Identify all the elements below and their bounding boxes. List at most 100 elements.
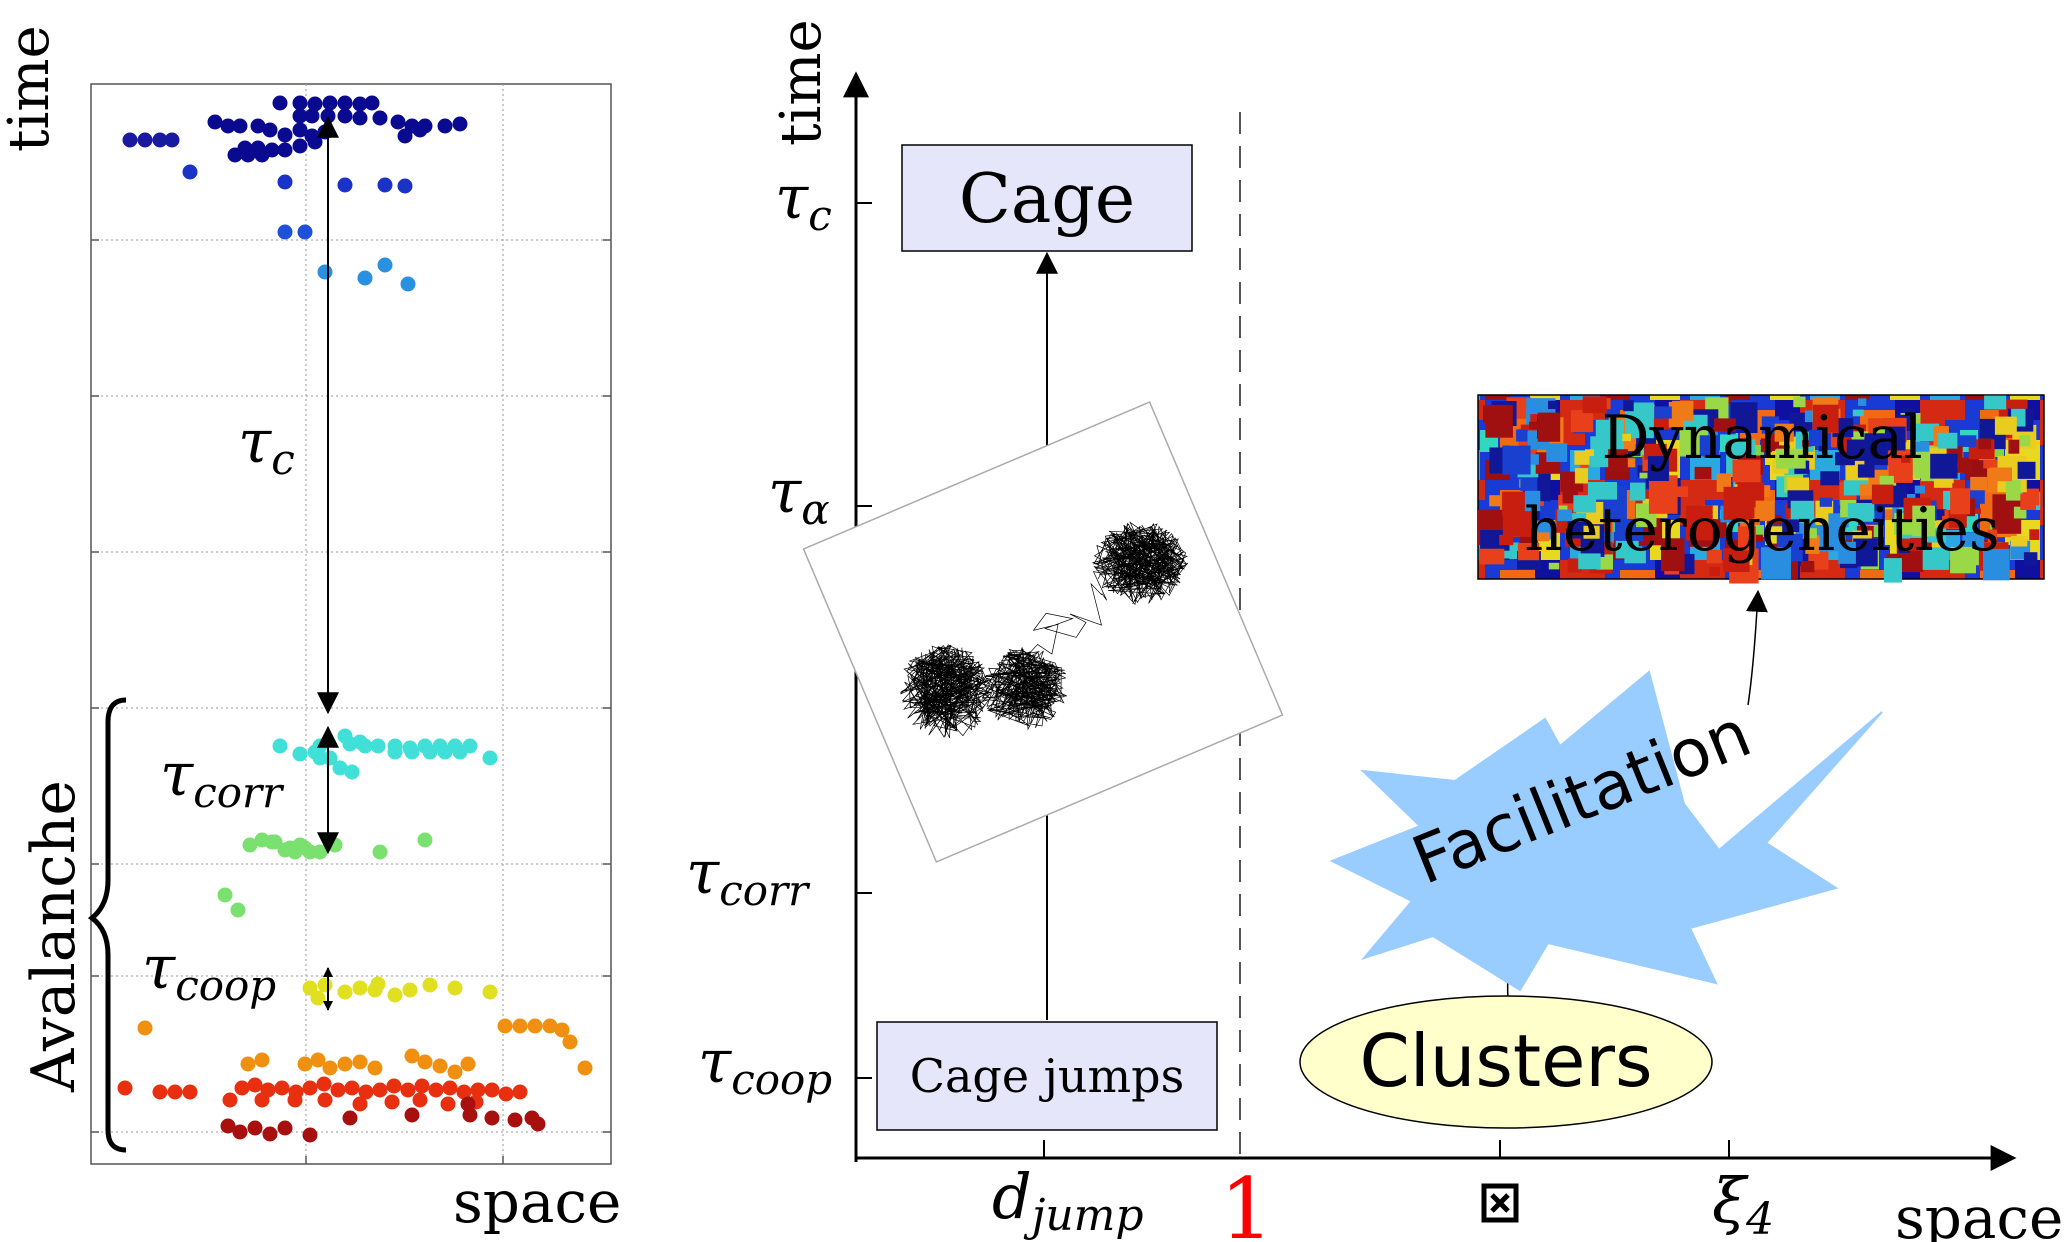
heterogeneity-patch: [1520, 424, 1530, 433]
particle-dot: [400, 1082, 416, 1098]
heterogeneity-patch: [1970, 476, 1987, 491]
heterogeneity-patch: [1972, 508, 1981, 514]
y-tick-tau-coop: τcoop: [698, 1027, 832, 1104]
particle-dot: [562, 1034, 578, 1050]
heterogeneity-patch: [1835, 452, 1855, 466]
particle-dot: [274, 1080, 290, 1096]
heterogeneity-patch: [1790, 500, 1815, 523]
particle-dot: [437, 118, 453, 134]
heterogeneity-patch: [1524, 490, 1541, 512]
left-tau-coop-label: τcoop: [142, 933, 276, 1010]
particle-dot: [337, 95, 353, 111]
heterogeneity-patch: [1557, 509, 1572, 521]
heterogeneity-patch: [1760, 438, 1776, 453]
heterogeneity-patch: [1500, 550, 1512, 559]
avalanche-brace: [87, 697, 127, 1153]
heterogeneity-patch: [1699, 435, 1720, 457]
heterogeneity-patch: [1548, 562, 1560, 570]
particle-dot: [512, 1084, 528, 1100]
heterogeneity-patch: [1737, 526, 1756, 551]
particle-dot: [370, 976, 386, 992]
particle-dot: [372, 844, 388, 860]
heterogeneity-patch: [1782, 519, 1800, 533]
heterogeneity-patch: [1582, 396, 1607, 414]
heterogeneity-patch: [1819, 497, 1832, 507]
particle-dot: [432, 1058, 448, 1074]
particle-dot: [220, 1118, 236, 1134]
particle-dot: [404, 1107, 420, 1123]
particle-dot: [440, 1096, 456, 1112]
particle-dot: [240, 147, 256, 163]
particle-dot: [310, 990, 326, 1006]
particle-dot: [402, 982, 418, 998]
particle-dot: [414, 1078, 430, 1094]
particle-dot: [352, 980, 368, 996]
heterogeneity-patch: [1723, 548, 1750, 572]
heterogeneity-patch: [1647, 456, 1669, 481]
particle-dot: [417, 1054, 433, 1070]
heterogeneity-patch: [1937, 432, 1958, 449]
particle-dot: [428, 1082, 444, 1098]
heterogeneity-patch: [1871, 460, 1888, 470]
cage-label: Cage: [959, 160, 1135, 239]
heterogeneity-patch: [2023, 552, 2038, 566]
particle-dot: [182, 164, 198, 180]
particle-dot: [484, 1082, 500, 1098]
left-frame-ticks: [91, 239, 611, 1164]
heterogeneity-patch: [1838, 541, 1856, 564]
heterogeneity-patch: [1625, 458, 1636, 468]
particle-dot: [277, 142, 293, 158]
heterogeneity-patch: [1622, 433, 1631, 442]
particle-dot: [377, 257, 393, 273]
particle-dot: [417, 832, 433, 848]
y-tick-tau-corr: τcorr: [686, 838, 811, 915]
particle-dot: [220, 118, 236, 134]
left-tau-labels: τc τcorr τcoop: [142, 407, 295, 1010]
heterogeneity-patch: [1537, 412, 1561, 442]
trajectory-cage: [900, 644, 994, 739]
heterogeneity-patch: [1502, 445, 1531, 475]
heterogeneity-patch: [1529, 454, 1539, 465]
particle-dot: [358, 1084, 374, 1100]
facilitation-burst: Facilitation: [1329, 670, 1883, 992]
particle-dot: [164, 132, 180, 148]
particle-dot: [137, 1020, 153, 1036]
cage-jumps-box: Cage jumps: [876, 1021, 1218, 1131]
particle-dot: [302, 1127, 318, 1143]
heterogeneity-patch: [1737, 503, 1755, 519]
particle-dot: [404, 744, 420, 760]
heterogeneity-patch: [1558, 505, 1568, 512]
heterogeneity-patch: [1644, 443, 1667, 460]
particle-dot: [437, 744, 453, 760]
particle-dot: [322, 1060, 338, 1076]
heterogeneity-patch: [1987, 529, 1998, 543]
particle-dot: [377, 177, 393, 193]
left-space-label: space: [453, 1168, 621, 1236]
particle-dot: [302, 980, 318, 996]
particle-dot: [452, 744, 468, 760]
particle-dot: [254, 1092, 270, 1108]
particle-dot: [264, 834, 280, 850]
particle-dot: [357, 270, 373, 286]
particle-dot: [327, 837, 343, 853]
particle-dot: [312, 844, 328, 860]
heterogeneity-patch: [1930, 453, 1958, 479]
particle-dot: [297, 224, 313, 240]
heterogeneity-patch: [2029, 529, 2040, 540]
particle-dot: [307, 134, 323, 150]
heterogeneity-patch: [1570, 410, 1594, 433]
heterogeneity-patch: [1661, 538, 1685, 572]
heterogeneity-patch: [1596, 554, 1613, 570]
particle-dot: [277, 174, 293, 190]
heterogeneity-patch: [1714, 418, 1736, 432]
particle-dot: [337, 984, 353, 1000]
heterogeneity-patch: [1922, 547, 1949, 570]
particle-dot: [352, 110, 368, 126]
right-panel: time space τc τα τcorr τcoop djump 1: [686, 19, 2063, 1242]
particle-dot: [384, 1094, 400, 1110]
particle-dot: [342, 1110, 358, 1126]
heterogeneity-patch: [1732, 459, 1761, 483]
particle-dot: [456, 1084, 472, 1100]
trajectory-jump: [977, 555, 1132, 696]
cage-box: Cage: [901, 144, 1193, 252]
